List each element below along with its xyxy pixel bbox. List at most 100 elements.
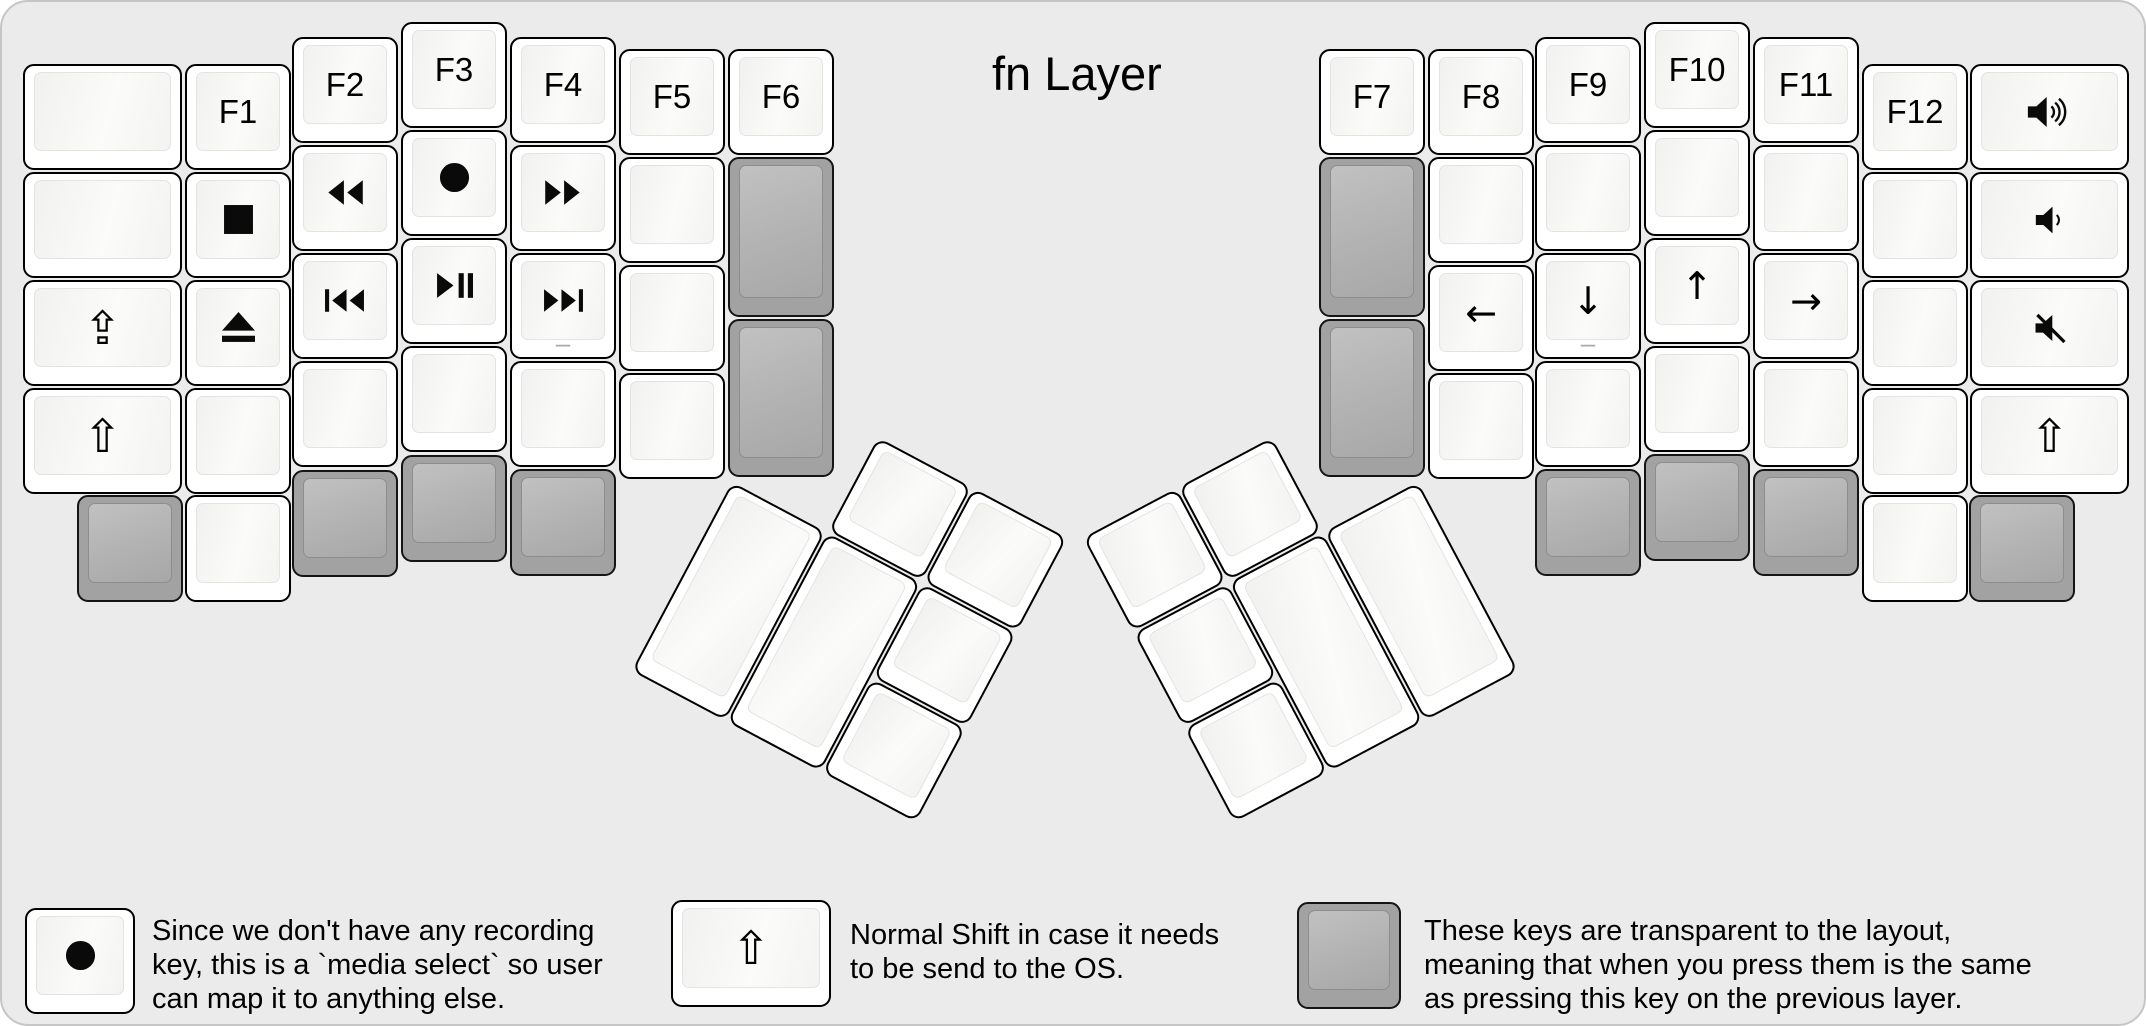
legend-text-shift: Normal Shift in case it needs to be send… (850, 919, 1220, 985)
key-label: F6 (761, 77, 801, 115)
front-print-mark: – (1580, 328, 1596, 358)
keycap-top: F12 (1873, 72, 1957, 151)
key-transparent-r-b2[interactable] (1753, 469, 1859, 576)
key-f3[interactable]: F3 (401, 22, 507, 128)
key-volume-up[interactable] (1970, 64, 2129, 170)
key-transparent-l-b4[interactable] (510, 469, 616, 576)
keycap-top (1439, 381, 1523, 460)
key-blank-r-c1-r1[interactable] (1428, 157, 1534, 263)
keycap-top (1096, 500, 1208, 610)
keycap-top: F11 (1764, 45, 1848, 124)
key-transparent-l-b2[interactable] (292, 470, 398, 577)
key-label: F2 (325, 65, 365, 103)
key-play-pause[interactable] (401, 238, 507, 344)
key-f11[interactable]: F11 (1753, 37, 1859, 143)
keycap-top (521, 261, 605, 340)
keycap-top (412, 138, 496, 217)
keycap-top: ← (1439, 273, 1523, 352)
key-f5[interactable]: F5 (619, 49, 725, 155)
key-f10[interactable]: F10 (1644, 22, 1750, 128)
key-f8[interactable]: F8 (1428, 49, 1534, 155)
key-blank-l-b1[interactable] (185, 495, 291, 602)
keycap-top (36, 916, 124, 995)
keycap-top (1981, 288, 2118, 367)
keycap-top (303, 153, 387, 232)
key-arrow-left[interactable]: ← (1428, 265, 1534, 371)
keycap-top (521, 153, 605, 232)
key-label: F4 (543, 65, 583, 103)
key-blank-r-c1-r3[interactable] (1428, 373, 1534, 479)
key-rewind[interactable] (292, 145, 398, 251)
key-f1[interactable]: F1 (185, 64, 291, 170)
key-transparent-r-c0-r2[interactable] (1319, 319, 1425, 477)
key-label: F3 (434, 50, 474, 88)
eject-icon (221, 311, 256, 344)
key-blank-l-c5-r3[interactable] (619, 373, 725, 479)
key-shift-right[interactable]: ⇧ (1970, 388, 2129, 494)
key-fast-forward[interactable] (510, 145, 616, 251)
key-mute[interactable] (1970, 280, 2129, 386)
key-blank-r-b3[interactable] (1862, 495, 1968, 602)
keycap-top: → (1764, 261, 1848, 340)
keycap-top (1439, 165, 1523, 244)
key-arrow-right[interactable]: → (1753, 253, 1859, 359)
keycap-top (196, 288, 280, 367)
keycap-top (1980, 503, 2064, 583)
key-blank-l-c2-r3[interactable] (292, 361, 398, 467)
key-blank-r-c2-r3[interactable] (1535, 361, 1641, 467)
keycap-top: ⇧ (34, 396, 171, 475)
key-volume-down[interactable] (1970, 172, 2129, 278)
key-blank-r-c5-r3[interactable] (1862, 388, 1968, 494)
key-transparent-l-c6-r1[interactable] (728, 157, 834, 317)
keycap-top: F9 (1546, 45, 1630, 124)
key-blank-r-c5-r1[interactable] (1862, 172, 1968, 278)
key-shift-left[interactable]: ⇧ (23, 388, 182, 494)
key-transparent-l-c6-r2[interactable] (728, 319, 834, 477)
shift-icon: ⇧ (83, 408, 122, 463)
arrow-right-icon: → (1790, 278, 1822, 323)
key-stop[interactable] (185, 172, 291, 278)
key-transparent-r-b1[interactable] (1644, 454, 1750, 561)
key-arrow-up[interactable]: ↑ (1644, 238, 1750, 344)
key-transparent-r-c0-r1[interactable] (1319, 157, 1425, 317)
key-blank-l-c0-r0[interactable] (23, 64, 182, 170)
key-blank-r-c2-r1[interactable] (1535, 145, 1641, 251)
key-f9[interactable]: F9 (1535, 37, 1641, 143)
key-transparent-l-b3[interactable] (401, 455, 507, 562)
keycap-top (1546, 369, 1630, 448)
prev-icon (324, 288, 366, 313)
key-label: F11 (1778, 65, 1834, 103)
key-blank-r-c4-r1[interactable] (1753, 145, 1859, 251)
keycap-top (521, 369, 605, 448)
key-blank-r-c4-r3[interactable] (1753, 361, 1859, 467)
key-blank-l-c4-r3[interactable] (510, 361, 616, 467)
key-prev-track[interactable] (292, 253, 398, 359)
key-blank-l-c5-r2[interactable] (619, 265, 725, 371)
key-arrow-down[interactable]: ↓– (1535, 253, 1641, 359)
key-f12[interactable]: F12 (1862, 64, 1968, 170)
keycap-top (1191, 449, 1304, 559)
keycap-top (303, 369, 387, 448)
key-transparent-r-b0[interactable] (1535, 469, 1641, 576)
key-blank-l-c0-r1[interactable] (23, 172, 182, 278)
key-f4[interactable]: F4 (510, 37, 616, 143)
key-transparent-l-b0[interactable] (77, 495, 183, 602)
key-blank-r-c5-r2[interactable] (1862, 280, 1968, 386)
keycap-top (739, 327, 823, 458)
key-blank-l-c1-r3[interactable] (185, 388, 291, 494)
mute-icon (2029, 311, 2070, 345)
key-eject[interactable] (185, 280, 291, 386)
key-next-track[interactable]: – (510, 253, 616, 359)
keycap-top (630, 273, 714, 352)
key-record[interactable] (401, 130, 507, 236)
key-caps-left[interactable]: ⇪ (23, 280, 182, 386)
key-f2[interactable]: F2 (292, 37, 398, 143)
key-f6[interactable]: F6 (728, 49, 834, 155)
key-blank-r-c3-r3[interactable] (1644, 346, 1750, 452)
key-blank-l-c5-r1[interactable] (619, 157, 725, 263)
key-f7[interactable]: F7 (1319, 49, 1425, 155)
key-transparent-r-b4[interactable] (1969, 495, 2075, 602)
record-icon (438, 161, 471, 194)
key-blank-r-c3-r1[interactable] (1644, 130, 1750, 236)
key-blank-l-c3-r3[interactable] (401, 346, 507, 452)
